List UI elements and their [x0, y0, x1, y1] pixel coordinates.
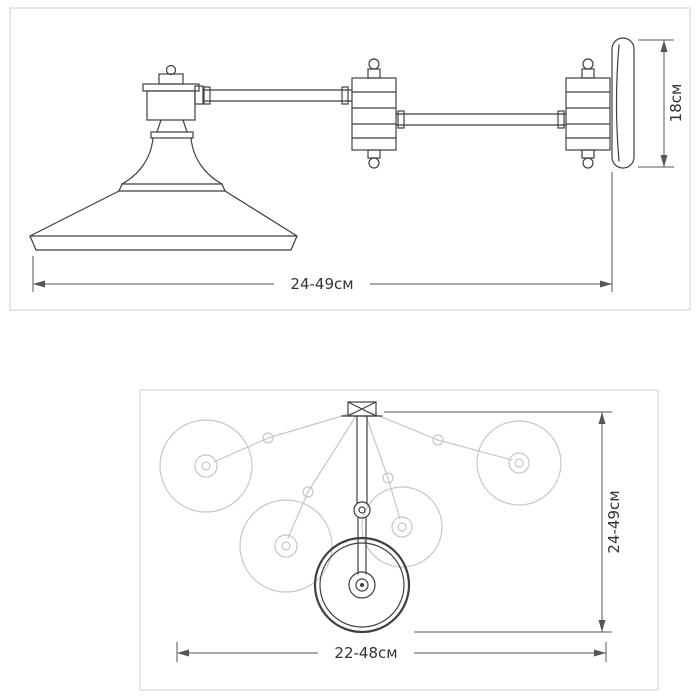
top-view-span-label: 22-48см [334, 644, 397, 662]
arrow-right-icon [600, 280, 612, 288]
arrow-up-icon [598, 412, 606, 424]
side-width-label: 24-49см [290, 275, 353, 293]
wall-plate [611, 37, 635, 169]
arrow-left-icon [177, 649, 189, 657]
lamp-shade-top-view [313, 536, 411, 634]
top-view-span-dimension: 22-48см [176, 642, 607, 664]
side-view-frame [9, 7, 691, 311]
side-width-dimension: 24-49см [32, 172, 613, 294]
side-height-label: 18см [667, 84, 685, 123]
wall-bracket [565, 58, 611, 169]
arrow-up-icon [660, 40, 668, 52]
side-height-dimension: 18см [638, 39, 685, 168]
arrow-down-icon [598, 620, 606, 632]
arrow-left-icon [33, 280, 45, 288]
swivel-joint [351, 58, 397, 169]
top-view-frame [139, 389, 659, 691]
arrow-right-icon [594, 649, 606, 657]
lamp-shade-side [29, 119, 298, 251]
arrow-down-icon [660, 155, 668, 167]
top-view-reach-dimension: 24-49см [384, 411, 623, 633]
top-view-reach-label: 24-49см [605, 490, 623, 553]
lamp-arm-second [395, 110, 567, 129]
side-view-panel: 24-49см 18см [9, 7, 691, 311]
ghost-position-mid-left [239, 415, 357, 593]
ghost-position-right [371, 412, 562, 506]
lamp-head [142, 64, 204, 121]
pendant-arm [353, 415, 371, 575]
top-view-panel: 24-49см 22-48см [139, 389, 659, 691]
main-position [313, 401, 411, 634]
lamp-arm-first [202, 86, 353, 105]
ceiling-canopy [341, 401, 383, 417]
ghost-position-mid-right [361, 415, 443, 568]
ghost-position-left [159, 412, 353, 513]
